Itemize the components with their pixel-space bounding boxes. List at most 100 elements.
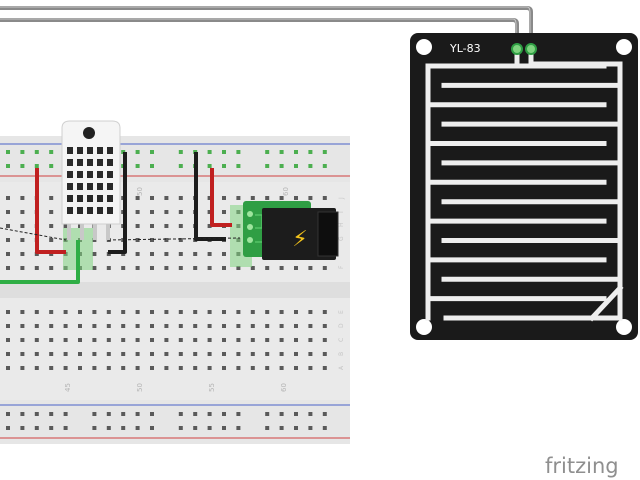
breadboard-hole [322,150,327,154]
breadboard-hole [63,352,68,356]
breadboard-hole [49,224,54,228]
breadboard-hole [207,196,212,200]
breadboard-hole [106,310,111,314]
breadboard-hole [20,224,25,228]
breadboard-hole [20,310,25,314]
dht-vent-slot [97,195,103,202]
dht-vent-slot [107,183,113,190]
breadboard-hole [236,266,241,270]
breadboard-hole [164,196,169,200]
breadboard-hole [178,252,183,256]
breadboard-hole [294,324,298,328]
breadboard-hole [294,412,298,416]
breadboard-hole [164,224,169,228]
breadboard-hole [250,366,255,370]
dht-mount-hole [83,127,95,139]
breadboard-hole [265,164,270,168]
row-letter-a: A [338,365,345,370]
breadboard-hole [150,412,154,416]
breadboard-hole [121,266,126,270]
breadboard-hole [135,164,140,168]
breadboard-hole [150,366,154,370]
dht-pin-1 [67,224,71,240]
rain-trace-a [425,46,607,321]
breadboard-hole [34,310,39,314]
breadboard-hole [250,266,255,270]
dht-vent-slot [77,159,83,166]
breadboard-hole [63,426,68,430]
breadboard-hole [279,426,284,430]
breadboard-hole [150,196,154,200]
breadboard-hole [106,266,111,270]
breadboard-hole [250,352,255,356]
breadboard-hole [121,352,126,356]
row-letter-e: E [338,310,345,314]
breadboard-hole [193,426,198,430]
breadboard-hole [222,412,226,416]
breadboard-hole [222,252,226,256]
breadboard-hole [207,164,212,168]
dht-vent-slot [77,195,83,202]
dht-pin-2 [80,224,84,240]
breadboard-hole [106,352,111,356]
breadboard-hole [279,412,284,416]
breadboard-hole [222,210,226,214]
breadboard-hole [178,324,183,328]
breadboard-hole [236,412,241,416]
breadboard-hole [92,426,97,430]
dht-vent-slot [67,147,73,154]
breadboard-hole [34,338,39,342]
breadboard-hole [279,366,284,370]
breadboard-hole [20,252,25,256]
breadboard-hole [164,338,169,342]
power-jack-bolt-icon: ⚡ [292,227,307,252]
breadboard-hole [135,196,140,200]
breadboard-hole [121,324,126,328]
breadboard-hole [150,252,154,256]
breadboard-hole [121,338,126,342]
breadboard-hole [6,426,10,430]
rain-sensor-hole-bl [416,319,432,335]
breadboard-hole [49,210,54,214]
breadboard-center-channel [0,282,350,298]
breadboard-hole [135,238,140,242]
breadboard-hole [207,310,212,314]
breadboard-hole [178,338,183,342]
breadboard-hole [193,310,198,314]
breadboard-hole [178,224,183,228]
dht-vent-slot [77,171,83,178]
breadboard-hole [150,338,154,342]
breadboard-top-rail-area [0,136,350,182]
breadboard-hole [150,164,154,168]
dht-vent-slot [107,207,113,214]
breadboard-hole [164,210,169,214]
breadboard-hole [6,338,10,342]
breadboard-hole [34,366,39,370]
dht-vent-slot [107,159,113,166]
breadboard-hole [150,352,154,356]
breadboard-hole [49,426,54,430]
breadboard-hole [322,352,327,356]
breadboard-hole [34,412,39,416]
breadboard-hole [178,150,183,154]
breadboard-hole [106,324,111,328]
breadboard-hole [207,366,212,370]
rain-sensor-hole-br [616,319,632,335]
dht-vent-slot [87,207,93,214]
breadboard-hole [135,352,140,356]
breadboard-hole [250,324,255,328]
breadboard-hole [92,252,97,256]
breadboard-hole [92,366,97,370]
breadboard-hole [207,266,212,270]
breadboard-hole [236,324,241,328]
breadboard-hole [294,310,298,314]
breadboard-hole [20,210,25,214]
column-label-bottom-45: 45 [64,383,72,392]
breadboard-hole [150,210,154,214]
fritzing-logo: fritzing [545,454,619,478]
breadboard-hole [308,196,313,200]
breadboard-hole [236,150,241,154]
row-letter-j: J [338,197,345,200]
breadboard-hole [294,150,298,154]
